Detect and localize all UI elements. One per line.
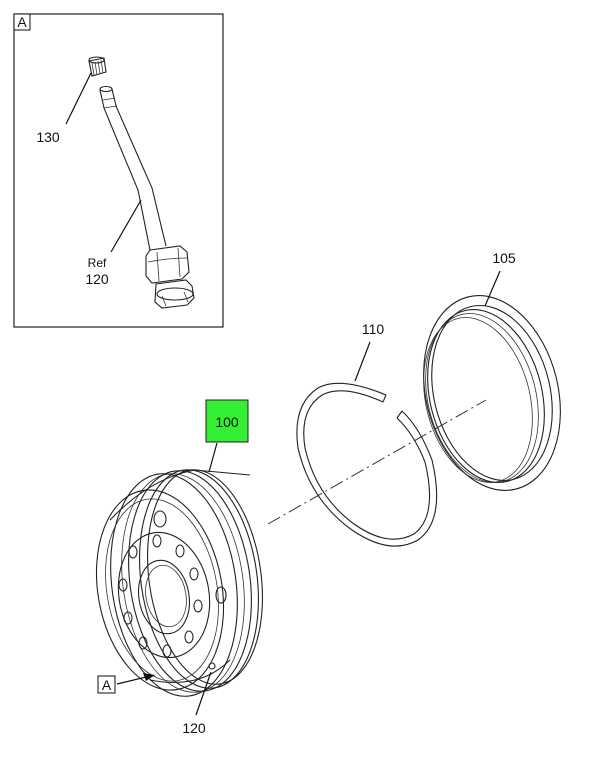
inset-tag-box: [13, 13, 31, 31]
arrow-a-head: [143, 673, 155, 681]
arrow-a-shaft: [116, 676, 147, 685]
callout-110: 110: [362, 321, 385, 337]
callout-ref-120: 120: [85, 271, 109, 287]
leader-110: [354, 341, 371, 382]
wheel-rim-part: [95, 469, 264, 697]
leader-130: [65, 72, 92, 125]
wheel-center-bore: [138, 559, 190, 635]
leader-ref-120: [110, 199, 142, 253]
callout-ref-word: Ref: [88, 256, 107, 270]
callout-130: 130: [36, 129, 60, 145]
inset-frame: [13, 13, 224, 328]
inset-detail-a: A: [13, 13, 224, 328]
valve-stem-part: [99, 85, 195, 309]
valve-cap-part: [88, 56, 107, 77]
callout-105: 105: [492, 250, 516, 266]
leader-100: [208, 442, 218, 473]
side-ring-part: [296, 382, 438, 547]
wheel-vent-hole: [215, 586, 227, 604]
callout-100[interactable]: 100: [215, 414, 239, 430]
callout-100-highlight[interactable]: [205, 399, 249, 443]
leader-120-bottom: [195, 671, 212, 716]
inset-tag-label: A: [17, 14, 27, 30]
wheel-front-rim: [95, 489, 225, 691]
wheel-vent-hole: [153, 510, 167, 528]
wheel-bolt-holes: [118, 534, 203, 658]
center-axis: [267, 399, 487, 525]
wheel-valve-hole: [208, 662, 216, 670]
leader-105: [484, 270, 501, 307]
wheel-tag-label: A: [102, 677, 112, 693]
callout-120-bottom: 120: [182, 720, 206, 736]
wheel-tag-box: [97, 675, 116, 694]
lock-ring-part: [423, 295, 561, 491]
